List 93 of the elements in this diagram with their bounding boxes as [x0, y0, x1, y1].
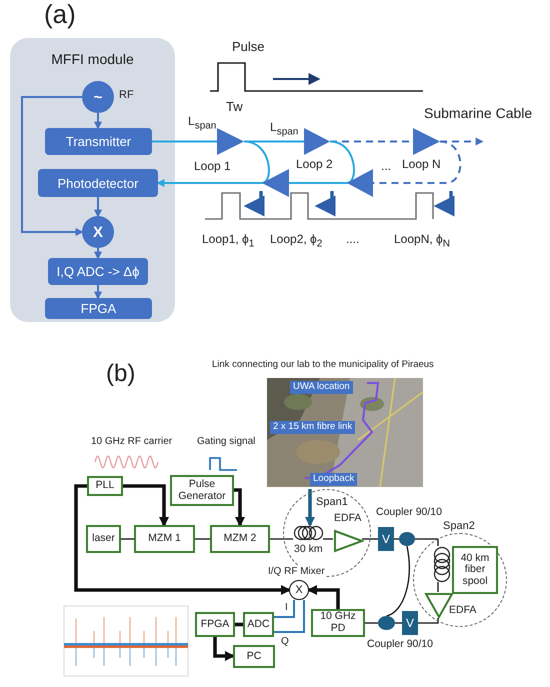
component-box: ADC [243, 612, 274, 637]
mixer-circle: X [82, 216, 114, 248]
fiber-coil-drawing [294, 526, 324, 540]
text-label: LoopN, ϕ$_{N}$ [394, 233, 450, 250]
arrow [123, 484, 169, 527]
connector-line [415, 538, 439, 546]
text-label: Loop N [402, 158, 441, 172]
amplifier-triangle [217, 128, 244, 155]
process-box: Transmitter [45, 128, 152, 155]
text-label: I [285, 602, 288, 614]
arrow [234, 488, 245, 527]
amplifier-triangle [262, 169, 289, 197]
process-box: I,Q ADC -> Δϕ [48, 258, 148, 285]
arrow [94, 285, 102, 300]
text-label: .... [346, 233, 360, 247]
component-box: 40 km fiber spool [452, 546, 498, 594]
text-label: L$_{span}$ [188, 115, 216, 132]
node-caption: Coupler 90/10 [367, 638, 433, 650]
text-label: Loop1, ϕ$_{1}$ [202, 233, 254, 250]
arrow [307, 585, 340, 609]
arrow [213, 637, 235, 661]
connector-line [365, 622, 378, 624]
panel-title: MFFI module [50, 51, 135, 67]
amplifier-triangle [347, 169, 373, 197]
component-box: 10 GHz PD [311, 609, 365, 637]
isolator-box: V [378, 527, 394, 551]
arrow [94, 113, 102, 130]
arrow [74, 484, 291, 595]
node-caption: RF [119, 89, 134, 102]
coupler-ellipse [378, 616, 395, 630]
connector-line [195, 538, 210, 540]
connector-line [437, 582, 439, 592]
connector-line [152, 140, 217, 142]
amplifier-label: EDFA [449, 604, 476, 616]
node-caption: I/Q RF Mixer [268, 566, 325, 578]
connector-line [274, 600, 295, 618]
map-label: UWA location [290, 381, 353, 394]
text-label: Link connecting our lab to the municipality of Piraeus [212, 360, 434, 371]
map-label: Loopback [310, 473, 358, 486]
amplifier-triangle [413, 128, 440, 155]
node-caption: 30 km [294, 543, 323, 556]
text-label: Loop2, ϕ$_{2}$ [270, 233, 322, 250]
text-label: (b) [106, 360, 136, 388]
oscillator-circle: ~ [82, 81, 114, 113]
connector-line [274, 600, 305, 633]
component-box: laser [86, 525, 121, 553]
text-label: L$_{span}$ [270, 121, 298, 138]
amplifier-triangle [304, 128, 330, 155]
connector-line [235, 622, 243, 626]
process-box: FPGA [45, 298, 152, 319]
connector-line [386, 546, 410, 617]
arrow [94, 248, 102, 260]
text-label: Loop 1 [194, 160, 231, 174]
text-label: (a) [44, 0, 76, 30]
amplifier-label: EDFA [334, 512, 362, 524]
text-label: Submarine Cable [424, 105, 532, 122]
component-box: PLL [87, 476, 123, 496]
text-label: 10 GHz RF carrier [91, 436, 172, 448]
connector-line [394, 538, 399, 540]
connector-line [418, 618, 439, 624]
component-box: MZM 2 [210, 525, 270, 553]
span-label: Span1 [316, 496, 348, 509]
map-label: 2 x 15 km fibre link [270, 421, 356, 434]
connector-line [121, 538, 134, 540]
coupler-ellipse [399, 532, 415, 546]
text-label: Gating signal [197, 436, 256, 448]
text-label: Q [281, 636, 289, 648]
component-box: PC [233, 645, 275, 668]
component-box: Pulse Generator [170, 475, 234, 506]
component-box: MZM 1 [134, 525, 195, 553]
connector-line [373, 140, 462, 184]
connector-line [244, 140, 270, 184]
node-caption: Coupler 90/10 [376, 506, 442, 518]
arrow [305, 489, 315, 527]
connector-line [362, 538, 378, 540]
process-box: Photodetector [38, 169, 158, 197]
text-label: ... [381, 160, 392, 174]
text-label: Pulse [232, 40, 265, 55]
connector-line [330, 140, 355, 184]
component-box: FPGA [195, 612, 235, 637]
connector-line [270, 538, 293, 540]
text-label: Loop 2 [296, 158, 333, 172]
mixer-circle: X [289, 580, 309, 600]
arrow [94, 197, 102, 218]
module-panel [10, 38, 175, 322]
arrow [21, 96, 84, 236]
text-label: Tw [226, 100, 243, 115]
connector-line [289, 182, 347, 184]
span-label: Span2 [443, 520, 475, 533]
isolator-box: V [402, 611, 418, 635]
arrow [156, 179, 262, 187]
connector-line [395, 622, 402, 624]
connector-line [323, 538, 333, 540]
